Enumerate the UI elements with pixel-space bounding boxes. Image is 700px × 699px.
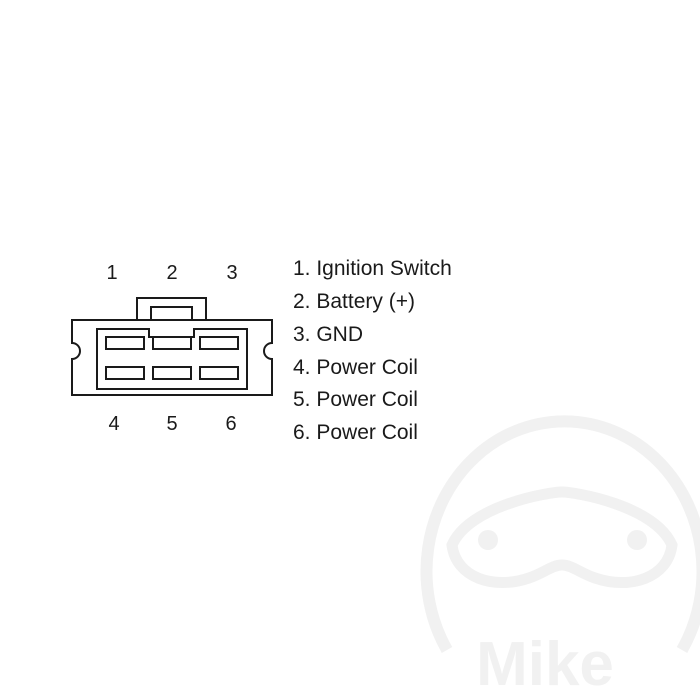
- legend-item-5: 5. Power Coil: [293, 388, 418, 411]
- pin-socket-3: [199, 336, 239, 350]
- pin-number-4: 4: [108, 413, 119, 435]
- pin-socket-1: [105, 336, 145, 350]
- watermark-eye-left: [478, 530, 498, 550]
- pin-number-2: 2: [166, 262, 177, 284]
- legend-item-2: 2. Battery (+): [293, 290, 415, 313]
- watermark-text: Mike: [476, 630, 614, 699]
- legend-item-1: 1. Ignition Switch: [293, 257, 452, 280]
- legend-item-4: 4. Power Coil: [293, 356, 418, 379]
- watermark-eye-right: [627, 530, 647, 550]
- pin-legend: 1. Ignition Switch 2. Battery (+) 3. GND…: [293, 257, 452, 444]
- pin-socket-2: [152, 336, 192, 350]
- connector-outer-body: [71, 319, 273, 396]
- pin-number-6: 6: [225, 413, 236, 435]
- legend-item-6: 6. Power Coil: [293, 421, 418, 444]
- connector-latch-tab: [136, 297, 207, 320]
- pin-number-1: 1: [106, 262, 117, 284]
- pin-socket-4: [105, 366, 145, 380]
- connector-inner-cavity: [96, 328, 248, 390]
- bottom-pin-numbers: 4 5 6: [108, 413, 236, 435]
- pin-number-5: 5: [166, 413, 177, 435]
- connector-latch-window: [150, 306, 193, 320]
- watermark-helmet: [420, 415, 700, 653]
- watermark-logo: Mike: [420, 415, 700, 699]
- pin-socket-6: [199, 366, 239, 380]
- connector-housing: [71, 297, 273, 396]
- legend-item-3: 3. GND: [293, 323, 363, 346]
- pin-socket-5: [152, 366, 192, 380]
- watermark-visor: [446, 486, 678, 589]
- pin-number-3: 3: [226, 262, 237, 284]
- top-pin-numbers: 1 2 3: [106, 262, 237, 284]
